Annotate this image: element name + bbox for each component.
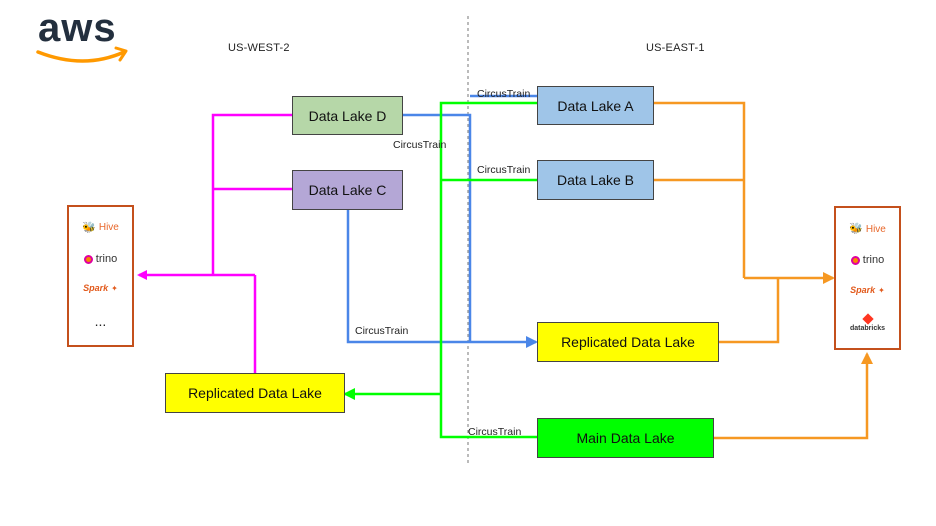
trino-label: trino [862,254,885,266]
circustrain-label-to-main: CircusTrain [468,426,522,438]
blue-edges [346,94,538,348]
hive-icon: 🐝 [849,223,863,235]
spark-engine: Spark ✦ [850,286,885,295]
hive-icon: 🐝 [82,221,96,234]
more-engines-ellipsis: ... [94,313,107,330]
spark-label: Spark [850,285,876,295]
spark-engine: Spark ✦ [83,284,118,293]
replicated-data-lake-west[interactable]: Replicated Data Lake [165,373,345,413]
aws-smile-tip [114,46,128,62]
hive-engine: 🐝 Hive [849,224,886,235]
spark-label: Spark [83,283,109,294]
edge-d-to-a-blue [403,113,472,342]
hive-label: Hive [98,222,119,234]
trino-label: trino [95,252,118,265]
spark-star-icon: ✦ [878,285,885,295]
edge-replicated-east-to-east [719,278,780,344]
databricks-engine: databricks [849,313,886,332]
magenta-edges [137,113,292,373]
data-lake-a[interactable]: Data Lake A [537,86,654,125]
circustrain-label-c-to-replicated: CircusTrain [355,325,409,337]
edge-main-to-east [714,352,873,440]
data-lake-b[interactable]: Data Lake B [537,160,654,200]
trino-icon [83,254,93,264]
trino-engine: trino [83,252,118,265]
main-data-lake[interactable]: Main Data Lake [537,418,714,458]
hive-engine: 🐝 Hive [82,221,119,234]
edge-a-to-green-bus [439,101,537,439]
edge-c-to-replicated-east [346,210,538,348]
circustrain-label-d-down: CircusTrain [393,139,447,151]
region-label-east: US-EAST-1 [646,42,705,54]
aws-logo: aws [38,6,117,50]
region-label-west: US-WEST-2 [228,42,290,54]
databricks-label: databricks [849,325,886,332]
aws-smile [36,50,126,63]
data-lake-d[interactable]: Data Lake D [292,96,403,135]
databricks-icon [861,313,874,325]
west-query-engines: 🐝 Hive trino Spark ✦ ... [67,205,134,347]
trino-icon [850,256,860,265]
data-lake-c[interactable]: Data Lake C [292,170,403,210]
hive-label: Hive [865,223,886,235]
east-query-engines: 🐝 Hive trino Spark ✦ databricks [834,206,901,350]
spark-star-icon: ✦ [111,283,118,293]
circustrain-label-d-to-a: CircusTrain [477,88,531,100]
circustrain-label-to-b: CircusTrain [477,164,531,176]
replicated-data-lake-east[interactable]: Replicated Data Lake [537,322,719,362]
trino-engine: trino [850,254,885,266]
edge-a-to-east [654,101,746,278]
edge-d-to-west-engines [211,113,292,275]
orange-edges [654,101,873,440]
green-edges [343,101,537,439]
